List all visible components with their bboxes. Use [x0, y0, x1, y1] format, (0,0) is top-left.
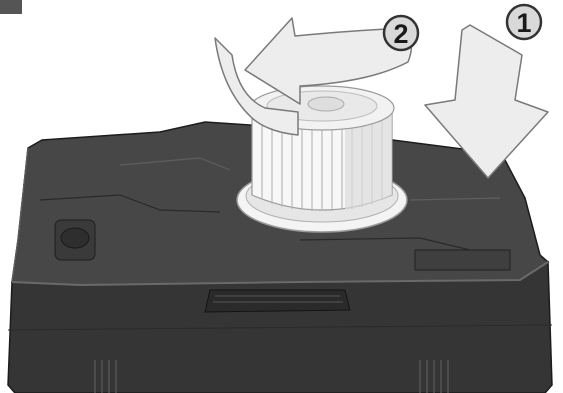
step-badge-1: 1 [507, 5, 541, 39]
step-badge-2: 2 [384, 16, 418, 50]
corner-mark [0, 0, 22, 14]
step-number-2: 2 [393, 19, 408, 49]
step-number-1: 1 [516, 8, 531, 38]
